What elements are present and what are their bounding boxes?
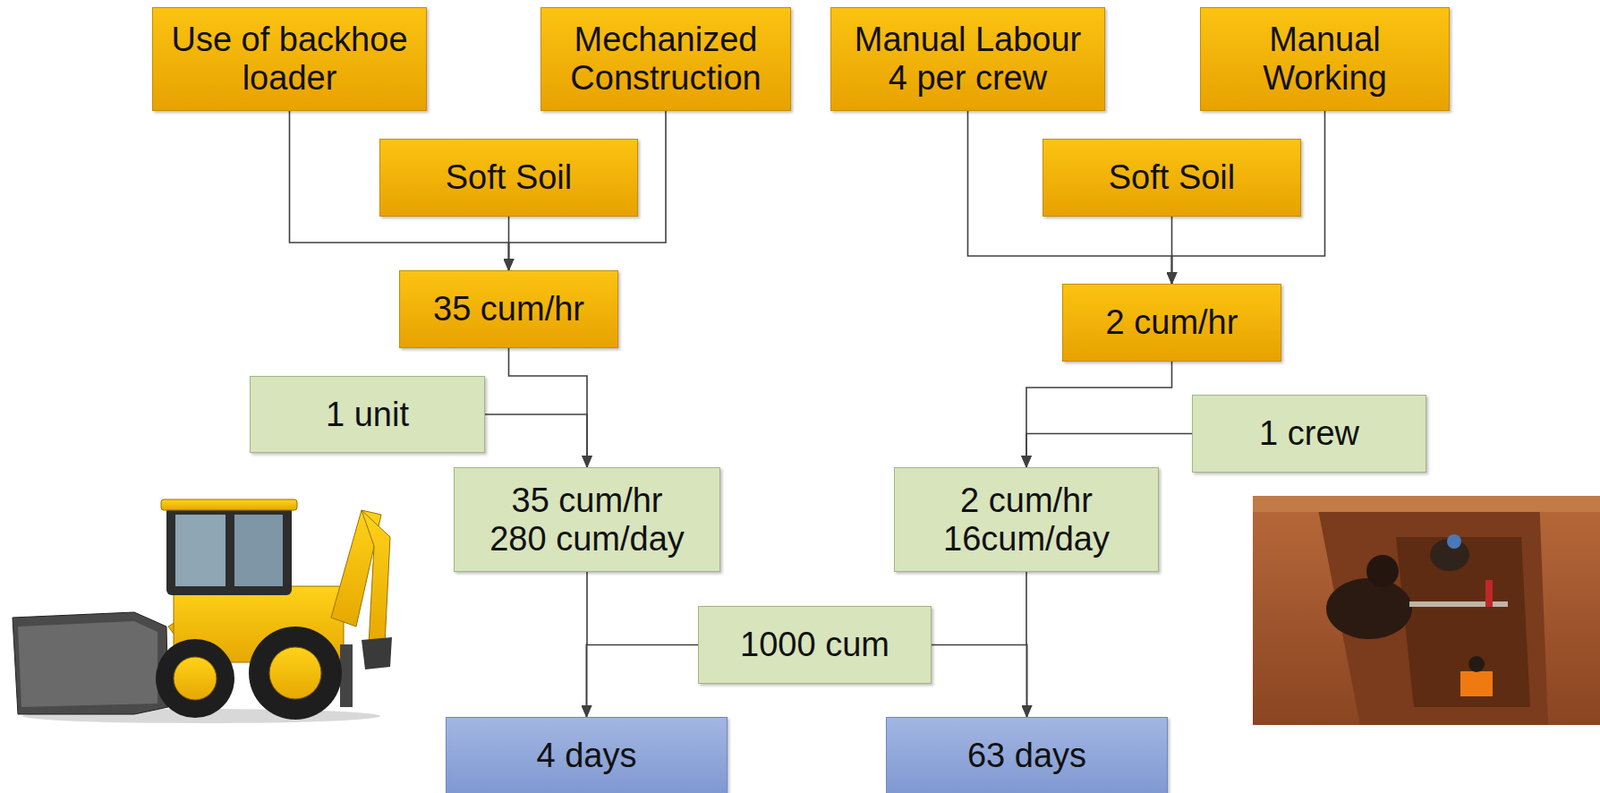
box-label: 16cum/day [943,519,1110,559]
connector-arrow [508,216,511,271]
connector-arrow [931,645,1028,718]
box-label: 1000 cum [740,625,890,664]
connector-arrow [1026,434,1192,469]
green-box: 1 crew [1191,394,1427,473]
orange-box: Manual Labour4 per crew [830,7,1106,111]
connector-arrow [509,348,588,468]
box-label: 4 per crew [888,59,1047,98]
box-label: 2 cum/hr [960,481,1093,520]
box-label: 4 days [536,736,638,775]
orange-box: Manual Working [1200,7,1450,111]
box-label: Manual Working [1208,20,1442,97]
box-label: Mechanized Construction [548,20,783,97]
box-label: 1 crew [1259,414,1360,453]
green-box: 2 cum/hr16cum/day [893,467,1159,572]
blue-box: 63 days [885,716,1168,793]
box-label: Manual Labour [854,20,1082,60]
orange-box: 35 cum/hr [399,270,619,349]
manual-excavation-photo [1252,495,1600,725]
orange-box: Soft Soil [379,138,639,217]
green-box: 35 cum/hr280 cum/day [453,467,721,572]
orange-box: Soft Soil [1042,138,1302,217]
box-label: Soft Soil [445,158,573,197]
box-label: 1 unit [325,395,409,435]
connector-arrow [587,645,699,718]
blue-box: 4 days [445,716,728,793]
orange-box: 2 cum/hr [1062,283,1282,362]
green-box: 1 unit [249,375,486,453]
connector-arrow [485,414,588,468]
connector-arrow [1026,361,1173,468]
box-label: 280 cum/day [489,519,685,559]
backhoe-illustration [12,499,392,724]
orange-box: Mechanized Construction [540,7,792,111]
green-box: 1000 cum [697,605,932,684]
box-label: Soft Soil [1108,158,1236,197]
orange-box: Use of backhoe loader [152,7,427,111]
box-label: 35 cum/hr [433,289,585,329]
box-label: 2 cum/hr [1106,303,1239,342]
connector-arrow [1171,216,1174,284]
box-label: Use of backhoe loader [160,20,419,97]
box-label: 35 cum/hr [511,481,664,520]
box-label: 63 days [967,736,1087,775]
